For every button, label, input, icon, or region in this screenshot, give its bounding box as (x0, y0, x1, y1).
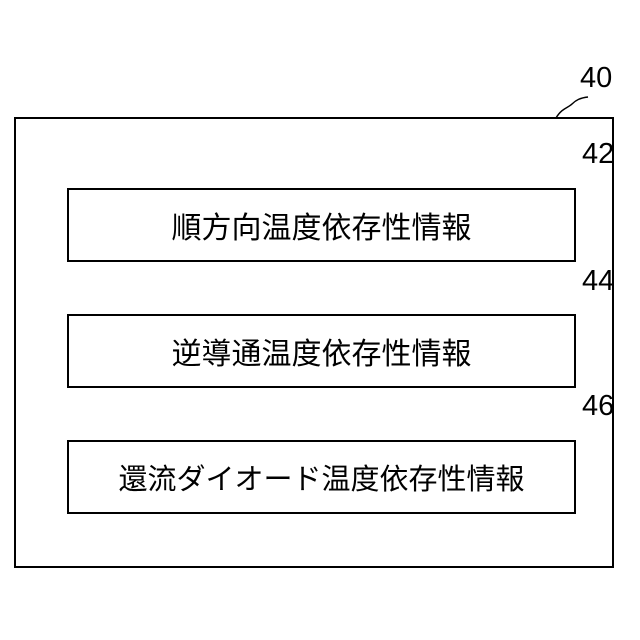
block-46-label: 還流ダイオード温度依存性情報 (118, 456, 524, 498)
block-44: 逆導通温度依存性情報 (67, 314, 576, 388)
leader-line-40 (556, 97, 588, 118)
reference-numeral-46: 46 (582, 392, 614, 421)
reference-numeral-42: 42 (582, 140, 614, 169)
block-42-label: 順方向温度依存性情報 (172, 203, 472, 247)
reference-numeral-44: 44 (582, 267, 614, 296)
block-44-label: 逆導通温度依存性情報 (172, 329, 472, 373)
reference-numeral-40: 40 (580, 64, 612, 93)
block-46: 還流ダイオード温度依存性情報 (67, 440, 576, 514)
block-42: 順方向温度依存性情報 (67, 188, 576, 262)
